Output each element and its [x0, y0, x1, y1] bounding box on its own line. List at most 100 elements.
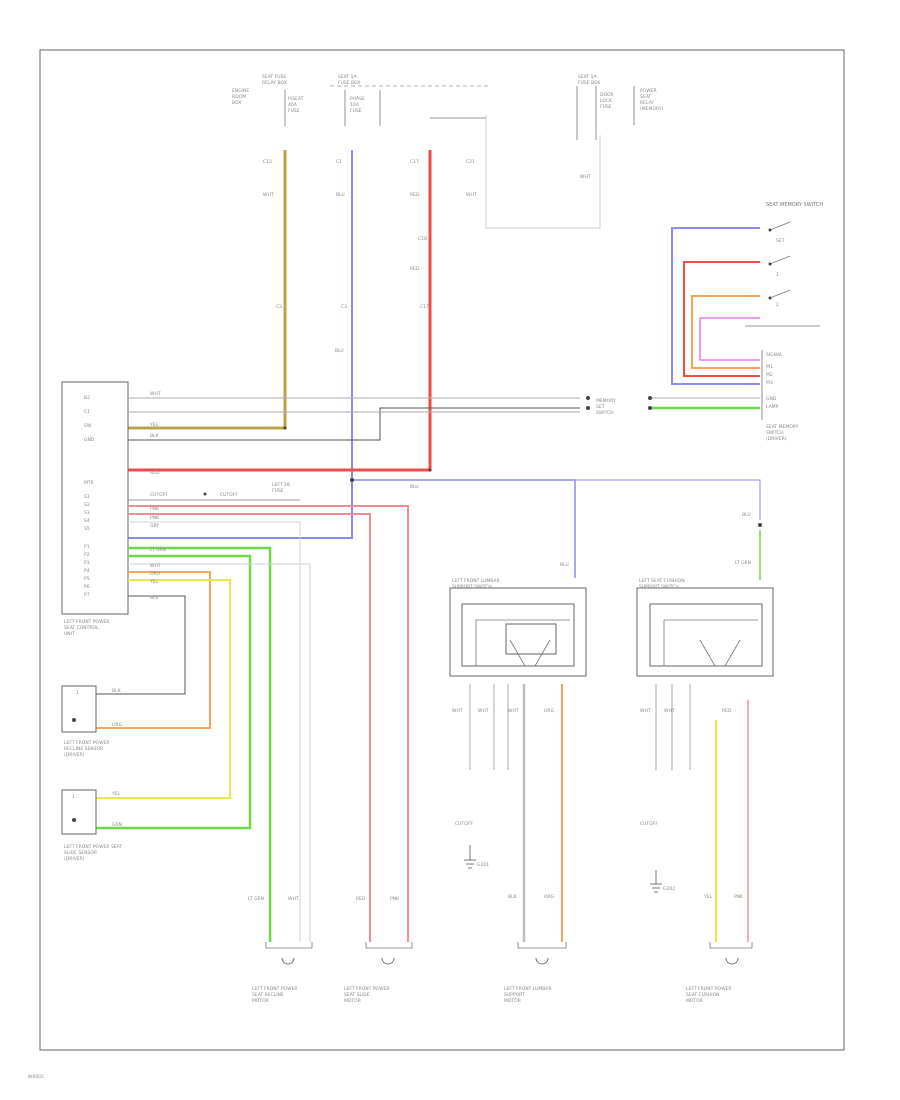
seat-memory-switch: SEAT MEMORY SWITCH SET 1 2 SIGNAL M1 M2 …	[671, 202, 823, 442]
svg-text:MTR: MTR	[84, 480, 94, 486]
svg-text:WHT: WHT	[263, 192, 274, 198]
svg-text:CUTOFF: CUTOFF	[220, 492, 238, 498]
svg-text:LEFT FRONT LUMBAR: LEFT FRONT LUMBAR	[504, 986, 552, 992]
svg-text:M2: M2	[766, 372, 773, 378]
svg-text:1: 1	[72, 794, 75, 800]
svg-text:LEFT FRONT POWER: LEFT FRONT POWER	[64, 619, 110, 625]
slide-sensor: 1 LEFT FRONT POWER SEAT SLIDE SENSOR (DR…	[61, 789, 122, 862]
svg-text:40A: 40A	[288, 102, 298, 108]
svg-text:PNK: PNK	[150, 506, 160, 512]
svg-text:RED: RED	[356, 896, 366, 902]
svg-text:S5: S5	[84, 526, 90, 532]
svg-text:S4: S4	[84, 518, 90, 524]
motor-cushion: LEFT FRONT POWER SEAT CUSHION MOTOR	[686, 942, 753, 1004]
svg-text:PHASE: PHASE	[350, 96, 365, 102]
svg-text:WHT: WHT	[466, 192, 477, 198]
svg-text:P1: P1	[84, 544, 90, 550]
svg-text:SWITCH: SWITCH	[596, 410, 614, 416]
svg-text:(DRIVER): (DRIVER)	[766, 436, 787, 442]
svg-text:GND: GND	[766, 396, 777, 402]
svg-text:SEAT SLIDE: SEAT SLIDE	[344, 992, 370, 998]
right-connectors: MEMORY SET SWITCH	[586, 396, 760, 416]
svg-text:P2: P2	[84, 552, 90, 558]
svg-text:FUSE: FUSE	[600, 104, 612, 110]
svg-text:ORG: ORG	[544, 708, 555, 714]
feed-wires: C13 WHT C3 C1 BLU C3 BLU C17 RED C1B RED…	[128, 115, 601, 539]
svg-text:GRN: GRN	[112, 822, 122, 828]
svg-text:ORG: ORG	[150, 571, 161, 577]
svg-text:BLU: BLU	[410, 484, 419, 490]
motor-recline: LT GRN WHT LEFT FRONT POWER SEAT RECLINE…	[248, 896, 313, 1004]
svg-text:YEL: YEL	[149, 422, 159, 428]
blue-bus: BLU BLU BLU LT GRN	[352, 479, 762, 580]
svg-text:LT GRN: LT GRN	[150, 547, 166, 553]
svg-text:CUTOFF: CUTOFF	[640, 821, 658, 827]
svg-text:WHT: WHT	[288, 896, 299, 902]
svg-text:BLK: BLK	[508, 894, 518, 900]
svg-text:BLK: BLK	[150, 595, 160, 601]
svg-text:YEL: YEL	[111, 791, 121, 797]
svg-text:MOTOR: MOTOR	[252, 998, 269, 1004]
svg-text:G201: G201	[477, 862, 489, 868]
svg-text:2: 2	[776, 302, 779, 308]
svg-text:C17: C17	[420, 304, 429, 310]
svg-text:P4: P4	[84, 568, 90, 574]
main-unit-wires: WHT BLK YEL RED CUTOFF CUTOFF LEFT 28 FU…	[96, 391, 580, 942]
svg-text:SEAT 1A: SEAT 1A	[338, 74, 357, 80]
svg-text:S3: S3	[84, 510, 90, 516]
svg-text:C17: C17	[410, 159, 419, 165]
svg-text:RELAY: RELAY	[640, 100, 654, 106]
svg-text:B2: B2	[84, 395, 90, 401]
svg-text:SET: SET	[596, 404, 605, 410]
svg-text:CUTOFF: CUTOFF	[455, 821, 473, 827]
svg-text:(MEMORY): (MEMORY)	[640, 106, 663, 112]
svg-text:WHT: WHT	[640, 708, 651, 714]
svg-text:SET: SET	[776, 238, 785, 244]
svg-text:C3: C3	[341, 304, 347, 310]
svg-text:WHT: WHT	[664, 708, 675, 714]
svg-text:SW: SW	[84, 423, 92, 429]
svg-text:SEAT FUSE: SEAT FUSE	[262, 74, 286, 80]
svg-text:C1B: C1B	[418, 236, 427, 242]
svg-text:BOX: BOX	[232, 100, 241, 106]
svg-text:RELAY BOX: RELAY BOX	[262, 80, 287, 86]
svg-text:BLK: BLK	[112, 688, 122, 694]
svg-text:BLU: BLU	[560, 562, 569, 568]
svg-text:LEFT FRONT POWER: LEFT FRONT POWER	[252, 986, 298, 992]
svg-text:C13: C13	[263, 159, 272, 165]
svg-text:1: 1	[76, 690, 79, 696]
svg-text:BLU: BLU	[336, 192, 345, 198]
svg-text:YEL: YEL	[149, 579, 159, 585]
svg-text:FUSE BOX: FUSE BOX	[338, 80, 360, 86]
svg-text:C1: C1	[336, 159, 342, 165]
svg-text:WHT: WHT	[580, 174, 591, 180]
svg-text:FUSE: FUSE	[272, 488, 284, 494]
svg-text:P7: P7	[84, 592, 90, 598]
svg-text:BLK: BLK	[150, 433, 160, 439]
svg-text:C3: C3	[276, 304, 282, 310]
motor-lumbar: LEFT FRONT LUMBAR SUPPORT MOTOR	[504, 942, 567, 1004]
svg-text:SEAT MEMORY: SEAT MEMORY	[766, 424, 799, 430]
svg-text:LT GRN: LT GRN	[735, 560, 751, 566]
svg-text:C1: C1	[84, 409, 90, 415]
svg-text:WHT: WHT	[150, 391, 161, 397]
svg-text:P/SEAT: P/SEAT	[288, 96, 304, 102]
svg-text:P5: P5	[84, 576, 90, 582]
svg-text:C21: C21	[466, 159, 475, 165]
svg-text:M1: M1	[766, 364, 773, 370]
svg-text:CUTOFF: CUTOFF	[150, 492, 168, 498]
svg-text:MOTOR: MOTOR	[504, 998, 521, 1004]
top-fuse-labels: SEAT FUSE RELAY BOX ENGINE ROOM BOX P/SE…	[232, 74, 663, 140]
svg-text:10A: 10A	[350, 102, 360, 108]
svg-text:RECLINE SENSOR: RECLINE SENSOR	[64, 746, 103, 752]
svg-text:RED: RED	[150, 470, 160, 476]
svg-text:M3: M3	[766, 380, 773, 386]
svg-text:SUPPORT: SUPPORT	[504, 992, 525, 998]
svg-text:S1: S1	[84, 494, 90, 500]
svg-text:(DRIVER): (DRIVER)	[64, 752, 85, 758]
svg-text:WHT: WHT	[452, 708, 463, 714]
svg-text:PNK: PNK	[390, 896, 400, 902]
svg-text:RED: RED	[410, 192, 420, 198]
svg-text:FUSE BOX: FUSE BOX	[578, 80, 600, 86]
